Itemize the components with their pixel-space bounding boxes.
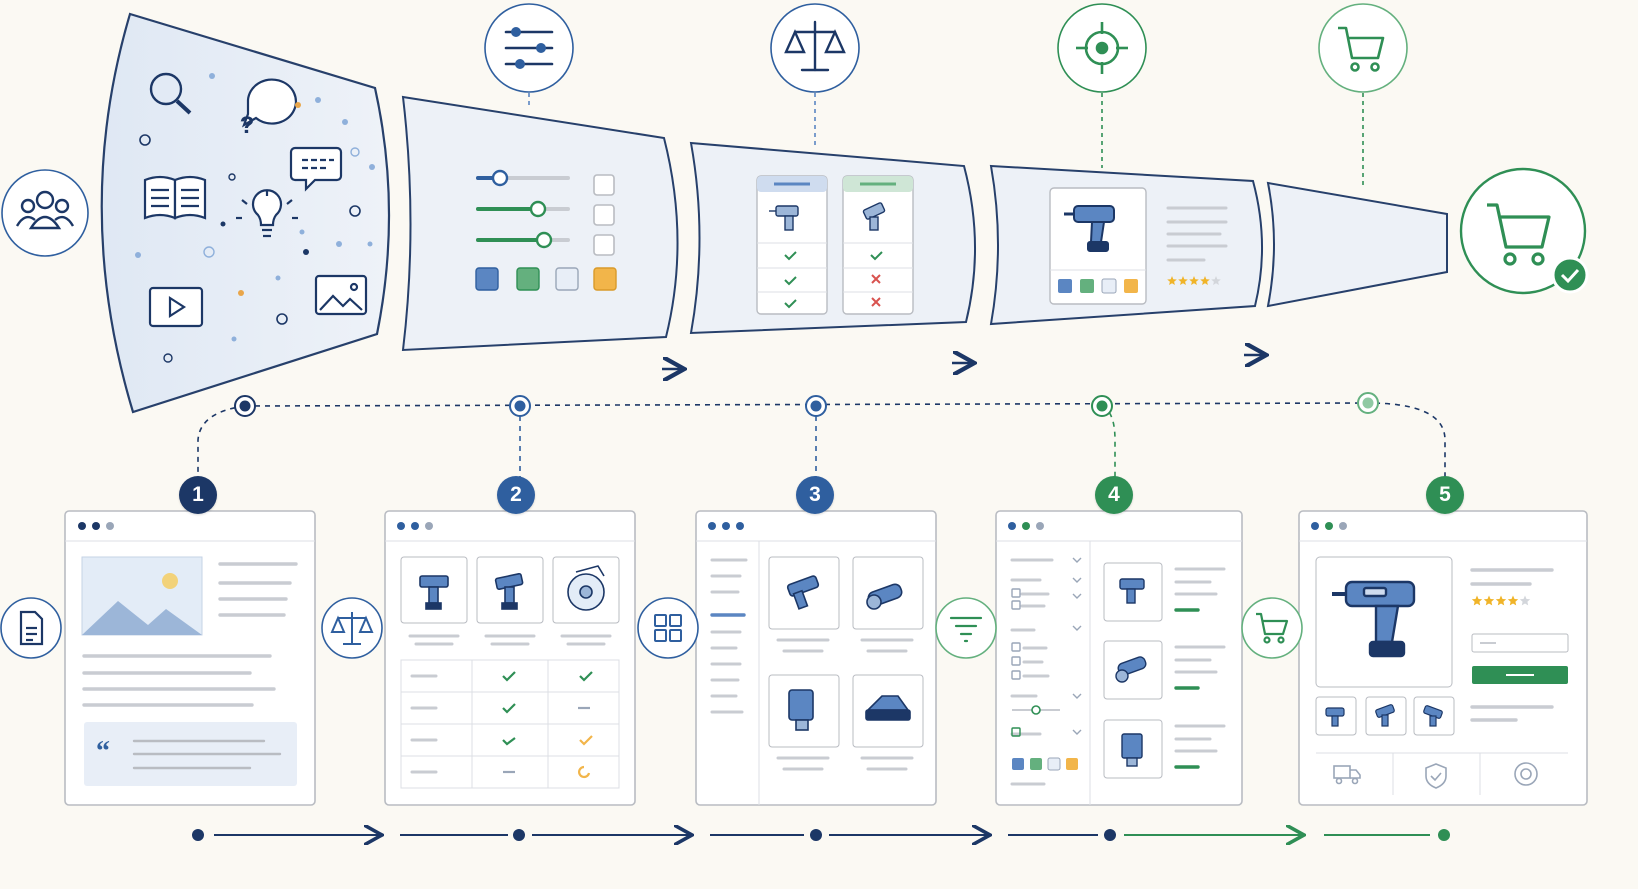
cart-icon <box>1318 3 1408 93</box>
drill-icon <box>862 202 886 231</box>
star-icon <box>1167 276 1177 285</box>
funnel-segment-filtering <box>401 95 679 352</box>
open-book-icon <box>143 175 207 220</box>
users-group-icon <box>1 169 89 257</box>
bottom-timeline <box>192 829 1450 841</box>
drill-icon <box>769 205 799 231</box>
search-icon <box>149 72 192 115</box>
star-icon <box>1200 276 1210 285</box>
scales-icon <box>321 597 383 659</box>
truck-icon <box>1333 765 1361 785</box>
star-rating <box>1471 595 1531 606</box>
video-play-icon <box>148 286 204 328</box>
star-icon <box>1471 595 1483 606</box>
drill-icon <box>1332 580 1416 658</box>
compare-card-left <box>756 175 828 315</box>
image-icon <box>314 274 368 316</box>
compare-card-right <box>842 175 914 315</box>
star-icon <box>1507 595 1519 606</box>
scales-icon <box>770 3 860 93</box>
sliders-icon <box>484 3 574 93</box>
star-icon <box>1211 276 1221 285</box>
step-badge-5: 5 <box>1426 476 1464 514</box>
filter-sliders <box>476 169 570 249</box>
progress-track <box>197 392 1446 478</box>
flow-arrows <box>662 355 1264 369</box>
quote-icon: “ <box>96 736 110 767</box>
star-icon <box>1483 595 1495 606</box>
filter-checkboxes <box>593 174 615 256</box>
step-badge-2: 2 <box>497 476 535 514</box>
step-badge-1: 1 <box>179 476 217 514</box>
star-icon <box>1519 595 1531 606</box>
star-icon <box>1178 276 1188 285</box>
color-swatches <box>475 267 617 291</box>
product-detail-page <box>1298 510 1588 806</box>
document-icon <box>0 597 62 659</box>
cart-icon <box>1241 597 1303 659</box>
chat-bubble-icon <box>289 146 343 192</box>
cart-check-icon <box>1459 167 1589 295</box>
circular-saw-icon <box>567 565 605 611</box>
icon-connectors <box>528 93 1364 188</box>
support-icon <box>1514 762 1538 786</box>
funnel-segment-purchase <box>1266 181 1448 308</box>
star-icon <box>1189 276 1199 285</box>
decor-dots <box>135 73 375 363</box>
funnel: ? <box>1 3 1589 414</box>
star-icon <box>1495 595 1507 606</box>
shield-check-icon <box>1425 763 1447 789</box>
drill-icon <box>1064 205 1115 252</box>
grid-icon <box>637 597 699 659</box>
step-badge-4: 4 <box>1095 476 1133 514</box>
comparison-table-page <box>384 510 636 806</box>
filter-icon <box>935 597 997 659</box>
product-card <box>1049 187 1147 305</box>
question-bubble-icon <box>241 78 298 128</box>
step-badge-3: 3 <box>796 476 834 514</box>
star-rating <box>1167 276 1221 285</box>
filtered-listing-page <box>995 510 1243 806</box>
article-page: “ <box>64 510 316 806</box>
funnel-segment-comparison <box>689 141 977 335</box>
question-mark-glyph: ? <box>240 112 255 139</box>
category-grid-page <box>695 510 937 806</box>
target-icon <box>1057 3 1147 93</box>
product-text-lines <box>1166 206 1228 262</box>
lightbulb-icon <box>236 189 298 238</box>
